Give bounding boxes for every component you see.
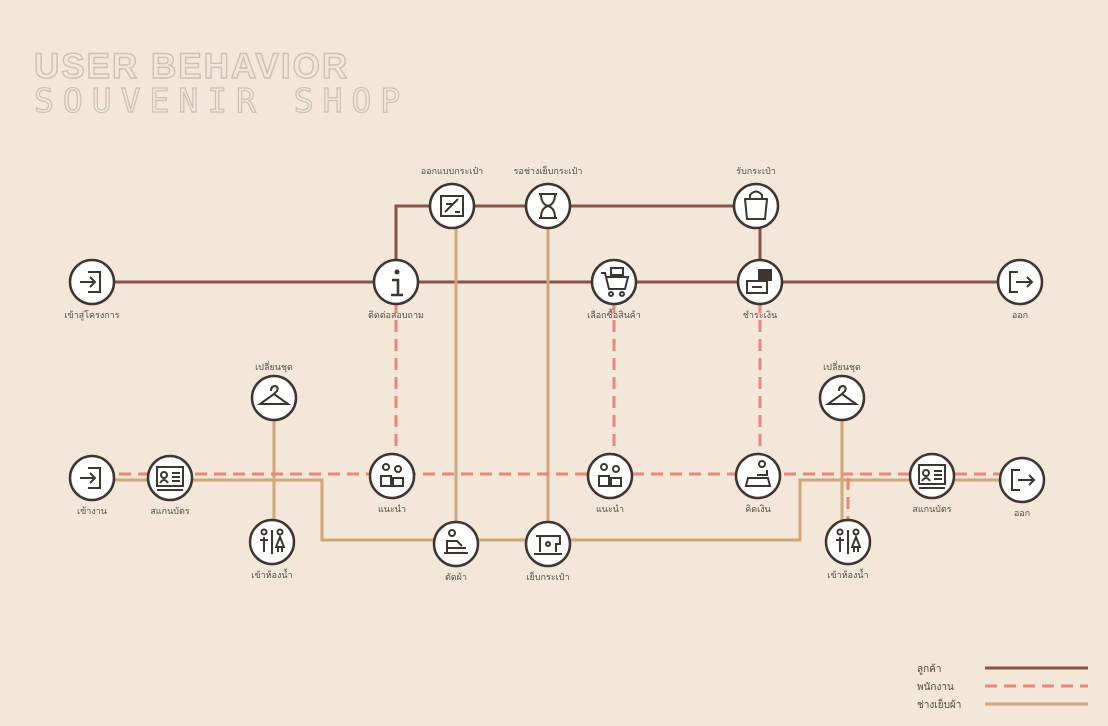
hourglass-icon (539, 193, 557, 219)
node-enter-work: เข้างาน (68, 454, 116, 517)
title-block: USER BEHAVIOR SOUVENIR SHOP (33, 46, 409, 120)
node-scan-in: สแกนบัตร (146, 454, 194, 517)
node-scan-out: สแกนบัตร (908, 452, 956, 515)
node-exit-bottom: ออก (998, 456, 1046, 519)
node-cut-cloth-label: ตัดผ้า (445, 572, 467, 583)
node-info: ติดต่อสอบถาม (368, 258, 424, 321)
node-restroom-left-label: เข้าห้องน้ำ (251, 568, 292, 581)
node-exit-bottom-label: ออก (1014, 509, 1030, 519)
node-receive-bag: รับกระเป๋า (732, 166, 780, 230)
design-sketch-icon (440, 195, 464, 217)
staff-assist-icon (380, 463, 404, 487)
hanger-icon (256, 384, 292, 405)
enter-door-icon (80, 467, 101, 489)
node-wait-bag-label: รอช่างเย็บกระเป๋า (514, 164, 583, 177)
node-restroom-right: เข้าห้องน้ำ (824, 518, 872, 581)
legend: ลูกค้า พนักงาน ช่างเย็บผ้า (917, 663, 1088, 711)
node-scan-out-label: สแกนบัตร (912, 505, 951, 515)
node-cut-cloth: ตัดผ้า (432, 520, 480, 583)
diagram-nodes: เข้าสู่โครงการ ติดต่อสอบถาม ออกแบบกระเป๋… (64, 164, 1046, 583)
node-choose-goods: เลือกซื้อสินค้า (587, 258, 641, 321)
node-scan-in-label: สแกนบัตร (150, 507, 189, 517)
title-line-2: SOUVENIR SHOP (34, 81, 409, 120)
tailor-cutting-icon (444, 529, 468, 554)
cash-register-icon (746, 269, 772, 294)
node-advise-2: แนะนำ (586, 452, 634, 515)
restroom-icon (836, 528, 862, 554)
node-checkout: คิดเงิน (734, 452, 782, 515)
node-enter-project: เข้าสู่โครงการ (64, 258, 120, 321)
exit-door-icon (1011, 469, 1036, 491)
exit-door-icon (1009, 271, 1034, 293)
node-change-right: เปลี่ยนชุด (818, 360, 866, 422)
legend-label-staff: พนักงาน (917, 682, 954, 693)
node-sew-bag-label: เย็บกระเป๋า (526, 570, 569, 583)
shopping-bag-icon (743, 190, 769, 220)
staff-route (100, 282, 1018, 536)
node-change-left-label: เปลี่ยนชุด (255, 360, 293, 373)
cashier-icon (744, 460, 772, 487)
node-select-pattern: ออกแบบกระเป๋า (421, 166, 483, 230)
node-receive-bag-label: รับกระเป๋า (736, 166, 776, 177)
node-advise-1: แนะนำ (368, 452, 416, 515)
node-select-pattern-label: ออกแบบกระเป๋า (421, 166, 483, 177)
info-icon (391, 269, 403, 297)
node-enter-work-label: เข้างาน (77, 506, 107, 517)
customer-route (100, 204, 1018, 284)
node-pay: ชำระเงิน (736, 258, 784, 321)
id-card-icon (156, 466, 184, 491)
node-choose-goods-label: เลือกซื้อสินค้า (587, 308, 641, 321)
restroom-icon (260, 528, 286, 554)
node-restroom-left: เข้าห้องน้ำ (248, 518, 296, 581)
node-exit-top: ออก (996, 258, 1044, 321)
node-sew-bag: เย็บกระเป๋า (524, 520, 572, 583)
node-restroom-right-label: เข้าห้องน้ำ (827, 568, 868, 581)
shopping-cart-icon (601, 267, 630, 297)
node-enter-project-label: เข้าสู่โครงการ (64, 310, 119, 321)
node-change-right-label: เปลี่ยนชุด (823, 360, 861, 373)
customer-order-loop (394, 204, 762, 282)
staff-assist-icon (598, 463, 622, 487)
node-pay-label: ชำระเงิน (743, 310, 777, 321)
title-line-1: USER BEHAVIOR (34, 47, 349, 86)
node-checkout-label: คิดเงิน (745, 504, 771, 515)
node-change-left: เปลี่ยนชุด (250, 360, 298, 422)
node-exit-top-label: ออก (1012, 311, 1028, 321)
node-info-label: ติดต่อสอบถาม (368, 310, 424, 321)
node-advise-2-label: แนะนำ (596, 504, 624, 515)
id-card-icon (918, 464, 946, 489)
node-wait-bag: รอช่างเย็บกระเป๋า (514, 164, 583, 230)
hanger-icon (824, 384, 860, 405)
enter-door-icon (80, 271, 101, 293)
node-advise-1-label: แนะนำ (378, 504, 406, 515)
sewing-machine-icon (534, 535, 562, 555)
legend-label-customer: ลูกค้า (917, 663, 942, 675)
tailor-route (100, 206, 1018, 542)
legend-label-tailor: ช่างเย็บผ้า (917, 697, 961, 711)
